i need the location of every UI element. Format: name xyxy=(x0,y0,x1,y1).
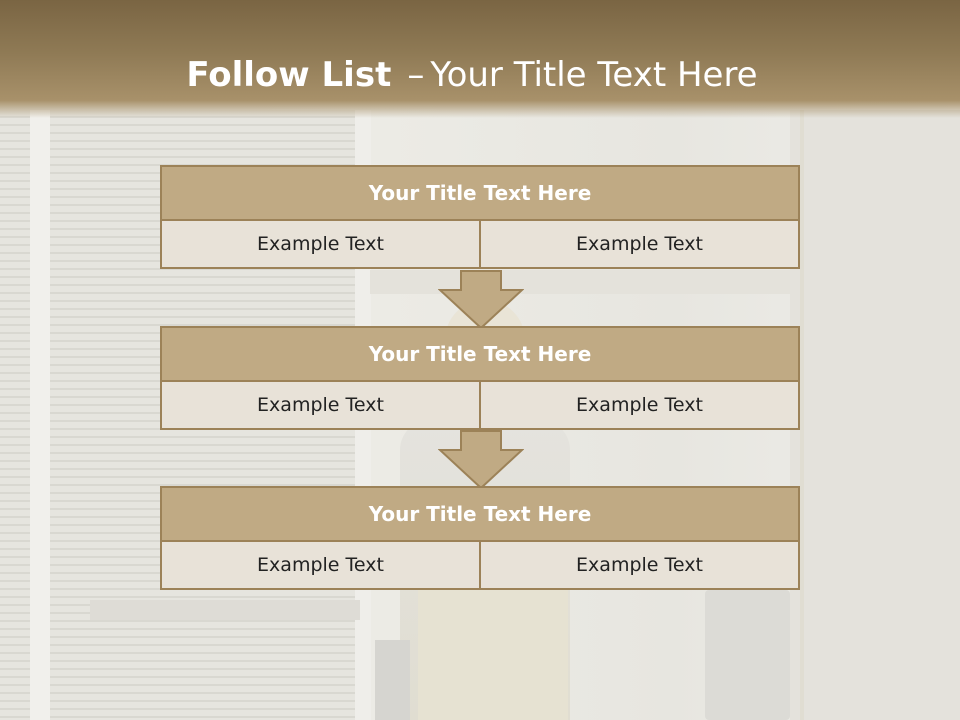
window-frame-left xyxy=(30,110,50,720)
block-title: Your Title Text Here xyxy=(160,165,800,221)
block-row: Example Text Example Text xyxy=(160,380,800,430)
background-door xyxy=(790,110,960,720)
background-chair-left xyxy=(375,640,410,720)
block-title: Your Title Text Here xyxy=(160,486,800,542)
block-cell-right: Example Text xyxy=(479,540,800,590)
block-cell-right: Example Text xyxy=(479,219,800,269)
title-separator: – xyxy=(407,55,425,95)
person-skirt xyxy=(418,590,568,720)
follow-block-2: Your Title Text Here Example Text Exampl… xyxy=(160,326,800,430)
follow-block-3: Your Title Text Here Example Text Exampl… xyxy=(160,486,800,590)
down-arrow-icon xyxy=(438,430,524,490)
background-shelf xyxy=(370,270,790,294)
block-cell-right: Example Text xyxy=(479,380,800,430)
title-bold-part: Follow List xyxy=(186,55,392,95)
block-title: Your Title Text Here xyxy=(160,326,800,382)
title-rest-part: Your Title Text Here xyxy=(430,55,758,95)
background-chair-right xyxy=(705,590,790,720)
block-cell-left: Example Text xyxy=(160,540,481,590)
background-table xyxy=(90,600,360,620)
block-cell-left: Example Text xyxy=(160,219,481,269)
follow-block-1: Your Title Text Here Example Text Exampl… xyxy=(160,165,800,269)
block-cell-left: Example Text xyxy=(160,380,481,430)
block-row: Example Text Example Text xyxy=(160,540,800,590)
slide-title: Follow List–Your Title Text Here xyxy=(0,52,944,98)
block-row: Example Text Example Text xyxy=(160,219,800,269)
down-arrow-icon xyxy=(438,270,524,330)
door-edge xyxy=(800,110,804,720)
title-bar xyxy=(0,0,960,118)
